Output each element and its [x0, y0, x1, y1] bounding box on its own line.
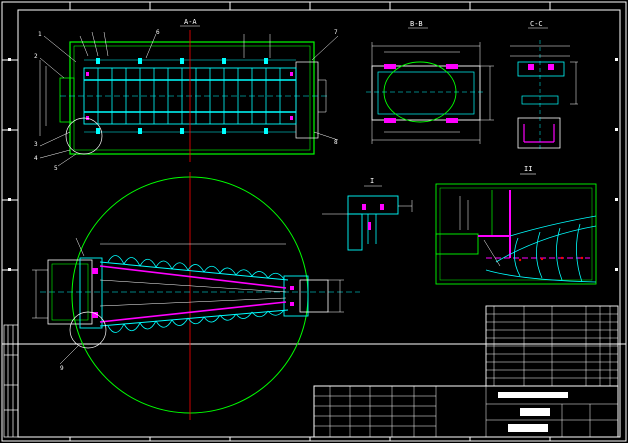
callout-label: 1 [38, 31, 42, 38]
detail-i-view: I [322, 177, 413, 251]
callout-label: 9 [60, 365, 64, 372]
left-stamp-block [3, 324, 19, 438]
title-block [313, 385, 619, 438]
detail-i-label: I [370, 177, 374, 185]
callout-label: 8 [334, 139, 338, 146]
callout-labels: 1 2 3 4 5 6 7 8 9 [34, 29, 338, 372]
callout-label: 2 [34, 53, 38, 60]
callout-label: 5 [54, 165, 58, 172]
plan-view [32, 172, 360, 420]
callout-label: 3 [34, 141, 38, 148]
detail-ii-label: II [524, 165, 532, 173]
callout-label: 4 [34, 155, 38, 162]
frame-marks [8, 58, 618, 271]
parts-list-table [485, 305, 619, 387]
callout-label: 6 [156, 29, 160, 36]
section-bb-view: B-B [366, 20, 494, 144]
section-aa-view: A-A [39, 18, 339, 167]
callout-label: 7 [334, 29, 338, 36]
section-cc-view: C-C [510, 20, 578, 150]
section-bb-label: B-B [410, 20, 423, 28]
section-cc-label: C-C [530, 20, 543, 28]
section-aa-label: A-A [184, 18, 197, 26]
detail-ii-view: II [435, 165, 597, 285]
